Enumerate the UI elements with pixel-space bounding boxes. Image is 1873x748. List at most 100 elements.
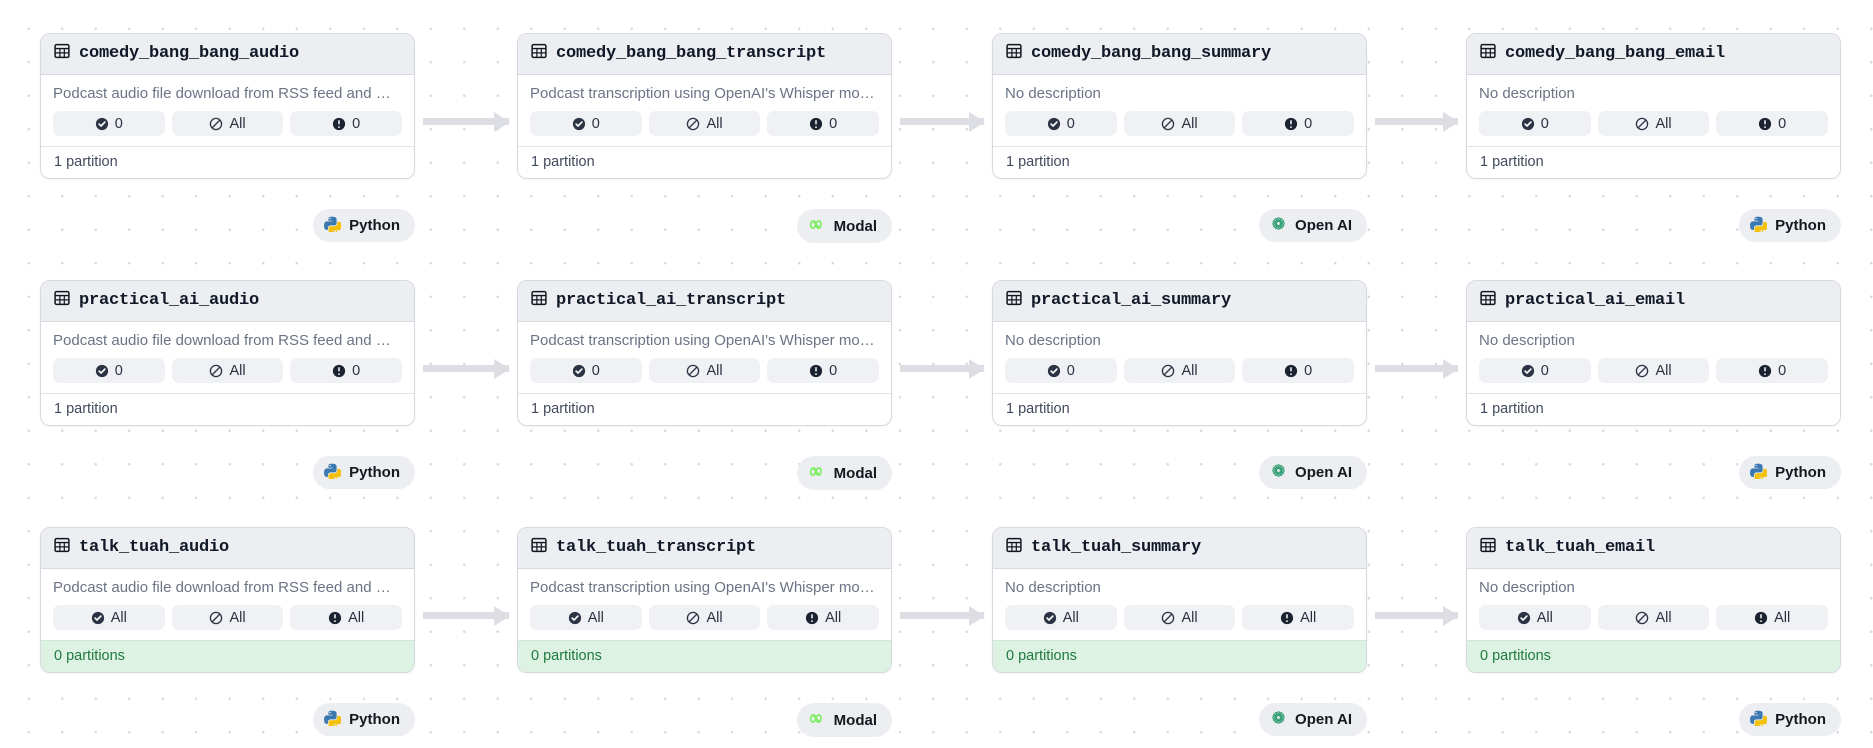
alerts-badge[interactable]: All	[767, 605, 880, 630]
alerts-badge[interactable]: 0	[290, 111, 403, 136]
alert-circle-icon	[332, 364, 346, 378]
asset-description: No description	[1479, 579, 1575, 596]
compute-kind-badge-python[interactable]: Python	[1739, 209, 1841, 242]
python-logo-icon	[1750, 462, 1768, 483]
asset-node-body: Podcast transcription using OpenAI's Whi…	[518, 75, 891, 146]
compute-kind-badge-modal[interactable]: Modal	[796, 703, 892, 737]
checks-badge[interactable]: All	[1005, 605, 1117, 630]
alerts-badge[interactable]: All	[290, 605, 403, 630]
asset-node-header[interactable]: comedy_bang_bang_summary	[993, 34, 1366, 75]
checks-badge[interactable]: All	[1479, 605, 1591, 630]
alerts-badge[interactable]: 0	[1716, 358, 1829, 383]
asset-node-body: Podcast audio file download from RSS fee…	[41, 322, 414, 393]
checks-badge[interactable]: 0	[1479, 111, 1591, 136]
freshness-badge[interactable]: All	[1123, 111, 1236, 136]
asset-node-header[interactable]: talk_tuah_transcript	[518, 528, 891, 569]
checks-badge[interactable]: 0	[530, 111, 642, 136]
alerts-badge[interactable]: All	[1242, 605, 1355, 630]
checks-badge-value: All	[1062, 609, 1079, 626]
compute-kind-badge-open-ai[interactable]: Open AI	[1259, 703, 1367, 736]
asset-node-body: Podcast audio file download from RSS fee…	[41, 75, 414, 146]
alerts-badge[interactable]: 0	[1716, 111, 1829, 136]
freshness-badge[interactable]: All	[1597, 111, 1710, 136]
compute-kind-badge-python[interactable]: Python	[313, 209, 415, 242]
freshness-badge[interactable]: All	[1123, 605, 1236, 630]
asset-node-header[interactable]: practical_ai_email	[1467, 281, 1840, 322]
check-circle-icon	[572, 364, 586, 378]
asset-node-header[interactable]: practical_ai_audio	[41, 281, 414, 322]
freshness-badge[interactable]: All	[1597, 605, 1710, 630]
slash-circle-icon	[1161, 364, 1175, 378]
alerts-badge-value: All	[825, 609, 842, 626]
checks-badge[interactable]: All	[530, 605, 642, 630]
asset-description: Podcast transcription using OpenAI's Whi…	[530, 85, 875, 102]
asset-description: No description	[1005, 579, 1101, 596]
compute-kind-badge-modal[interactable]: Modal	[796, 209, 892, 243]
alerts-badge[interactable]: 0	[767, 358, 880, 383]
freshness-badge[interactable]: All	[171, 111, 284, 136]
checks-badge[interactable]: 0	[1479, 358, 1591, 383]
asset-node-header[interactable]: talk_tuah_audio	[41, 528, 414, 569]
freshness-badge[interactable]: All	[648, 111, 761, 136]
compute-kind-badge-python[interactable]: Python	[1739, 703, 1841, 736]
partition-status: 1 partition	[993, 393, 1366, 425]
checks-badge[interactable]: 0	[1005, 358, 1117, 383]
alert-circle-icon	[328, 611, 342, 625]
checks-badge[interactable]: 0	[53, 111, 165, 136]
alerts-badge[interactable]: All	[1716, 605, 1829, 630]
asset-node-header[interactable]: practical_ai_summary	[993, 281, 1366, 322]
compute-kind-badge-open-ai[interactable]: Open AI	[1259, 456, 1367, 489]
compute-kind-badge-open-ai[interactable]: Open AI	[1259, 209, 1367, 242]
compute-kind-badge-modal[interactable]: Modal	[796, 456, 892, 490]
checks-badge[interactable]: 0	[53, 358, 165, 383]
freshness-badge[interactable]: All	[171, 605, 284, 630]
freshness-badge[interactable]: All	[648, 358, 761, 383]
freshness-badge[interactable]: All	[648, 605, 761, 630]
asset-node-title: comedy_bang_bang_audio	[79, 44, 300, 63]
freshness-badge-value: All	[706, 362, 723, 379]
checks-badge-value: 0	[1066, 115, 1075, 132]
freshness-badge[interactable]: All	[1123, 358, 1236, 383]
asset-node-header[interactable]: talk_tuah_email	[1467, 528, 1840, 569]
checks-badge[interactable]: All	[53, 605, 165, 630]
asset-node-header[interactable]: talk_tuah_summary	[993, 528, 1366, 569]
partition-status: 1 partition	[518, 146, 891, 178]
compute-kind-badge-python[interactable]: Python	[313, 703, 415, 736]
checks-badge[interactable]: 0	[530, 358, 642, 383]
compute-kind-label: Python	[1775, 711, 1826, 728]
checks-badge[interactable]: 0	[1005, 111, 1117, 136]
check-circle-icon	[95, 364, 109, 378]
asset-node-header[interactable]: comedy_bang_bang_audio	[41, 34, 414, 75]
asset-node-header[interactable]: comedy_bang_bang_transcript	[518, 34, 891, 75]
compute-kind-label: Python	[349, 464, 400, 481]
freshness-badge[interactable]: All	[1597, 358, 1710, 383]
compute-kind-badge-python[interactable]: Python	[313, 456, 415, 489]
asset-node-header[interactable]: practical_ai_transcript	[518, 281, 891, 322]
alerts-badge[interactable]: 0	[1242, 358, 1355, 383]
asset-node-header[interactable]: comedy_bang_bang_email	[1467, 34, 1840, 75]
table-icon	[1006, 537, 1022, 558]
alerts-badge[interactable]: 0	[767, 111, 880, 136]
alerts-badge[interactable]: 0	[1242, 111, 1355, 136]
freshness-badge[interactable]: All	[171, 358, 284, 383]
modal-logo-icon	[808, 215, 826, 237]
compute-kind-badge-python[interactable]: Python	[1739, 456, 1841, 489]
alerts-badge[interactable]: 0	[290, 358, 403, 383]
